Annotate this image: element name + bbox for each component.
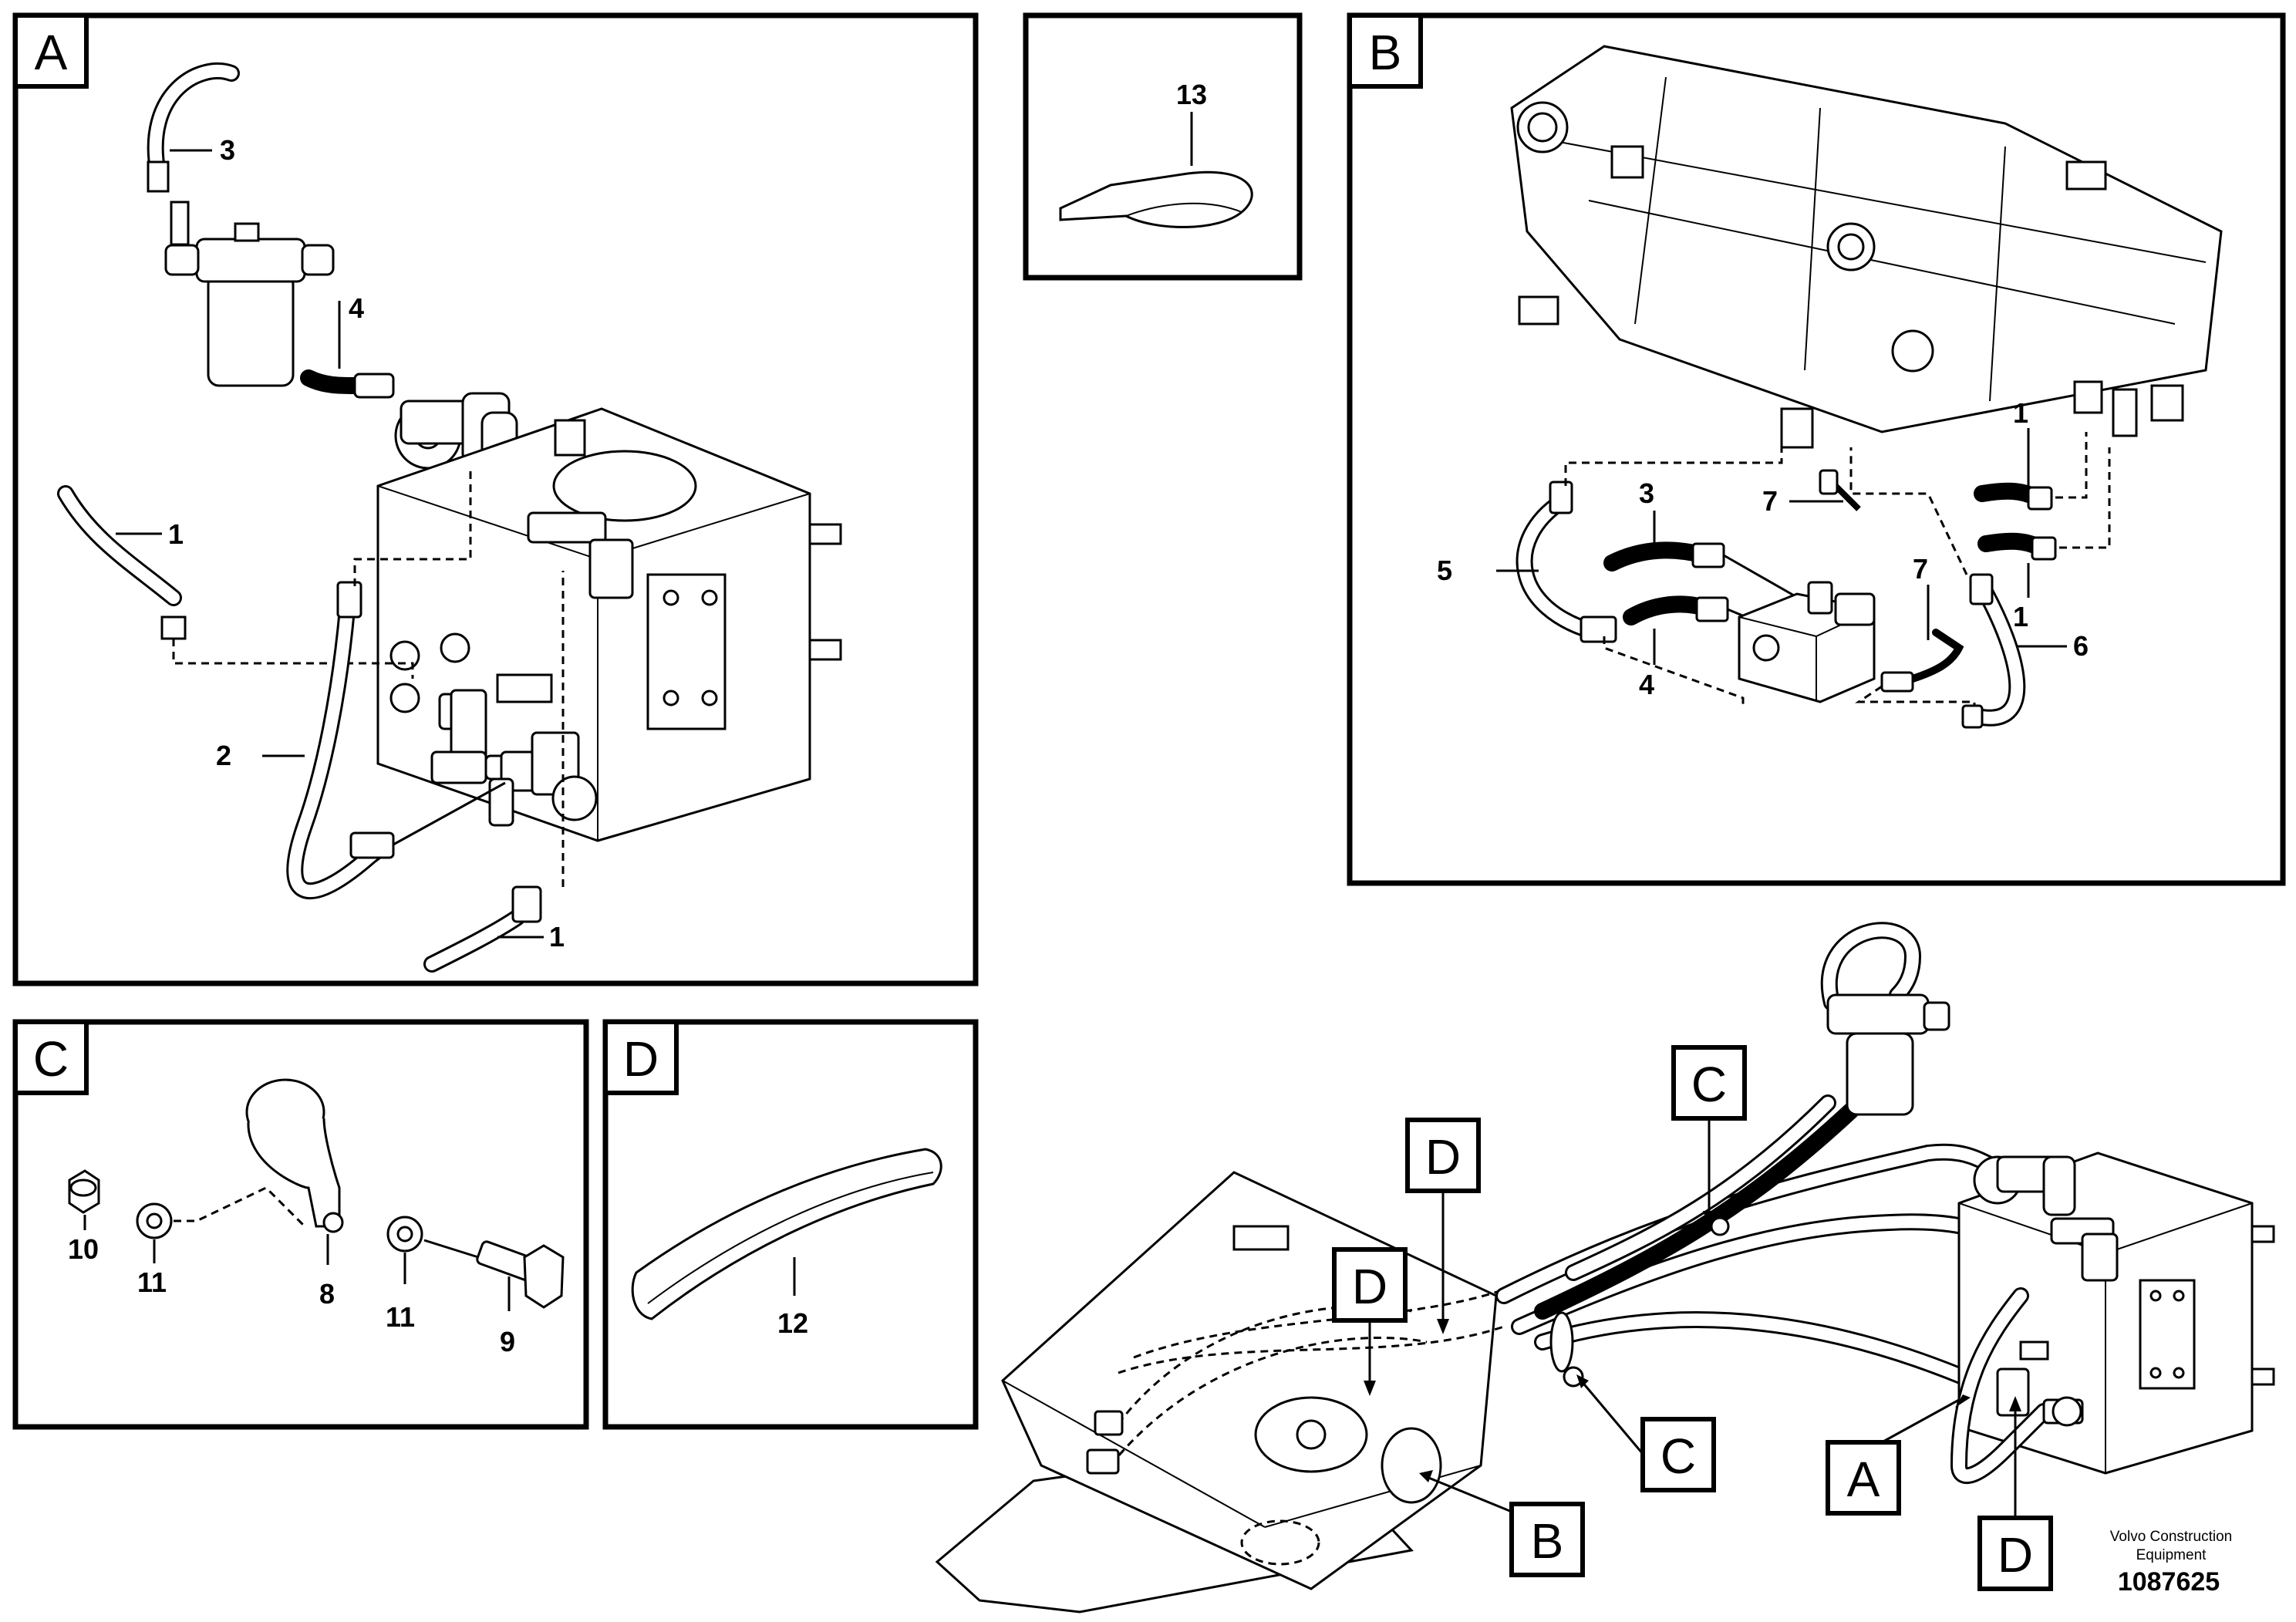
label-c-11-left: 11 (137, 1266, 167, 1298)
label-c-11-right: 11 (386, 1301, 415, 1333)
label-tie-13: 13 (1176, 79, 1207, 110)
label-b-6: 6 (2073, 630, 2089, 662)
panel-d-tag: D (623, 1031, 659, 1087)
label-b-7-right: 7 (1913, 553, 1928, 585)
callout-d-upper-box (1405, 1118, 1481, 1193)
filter-a (164, 201, 335, 387)
label-a-3: 3 (220, 134, 235, 166)
panel-cable-tie: 13 (1023, 12, 1303, 281)
label-b-5: 5 (1437, 555, 1452, 586)
callout-b: B (1531, 1513, 1564, 1569)
panel-d-tag-box (603, 1020, 679, 1095)
frame-assembly-b (1510, 45, 2223, 449)
document-number: 1087625 (2118, 1567, 2220, 1597)
callout-b-box (1509, 1502, 1585, 1577)
bolt-9 (476, 1240, 565, 1309)
valve-block-b (1738, 581, 1876, 703)
clamp-8 (245, 1078, 344, 1233)
label-b-4: 4 (1639, 669, 1654, 700)
edge-protector-12 (631, 1148, 942, 1320)
label-a-4: 4 (349, 292, 364, 324)
footer: Volvo Construction Equipment 1087625 (2110, 1529, 2232, 1597)
panel-c-tag-box (13, 1020, 89, 1095)
label-a-1-bottom: 1 (549, 921, 565, 953)
label-a-1-top: 1 (168, 518, 184, 550)
label-b-3: 3 (1639, 477, 1654, 509)
label-b-1-lower: 1 (2013, 601, 2028, 632)
label-c-9: 9 (500, 1326, 515, 1357)
panel-b-tag-box (1347, 13, 1423, 89)
callout-d-bottom: D (1998, 1527, 2033, 1583)
label-c-10: 10 (68, 1233, 99, 1265)
label-b-7-left: 7 (1762, 485, 1778, 517)
brand-line-2: Equipment (2136, 1547, 2207, 1563)
panel-b-tag: B (1369, 25, 1402, 80)
label-c-8: 8 (319, 1278, 335, 1310)
callout-a: A (1847, 1452, 1880, 1507)
callout-d-upper: D (1425, 1129, 1461, 1185)
label-d-12: 12 (777, 1307, 808, 1339)
callout-c-mid-box (1640, 1417, 1716, 1492)
callout-c-top: C (1691, 1057, 1727, 1112)
panel-a: A 3 4 (12, 12, 979, 986)
overview-callouts: C D D C A B D (1332, 1045, 2053, 1591)
callout-c-mid: C (1660, 1428, 1696, 1484)
callout-d-bottom-box (1977, 1516, 2053, 1591)
callout-a-box (1826, 1440, 1901, 1516)
brand-line-1: Volvo Construction (2110, 1529, 2232, 1545)
label-b-1-upper: 1 (2013, 397, 2028, 429)
panel-d: D 12 (602, 1019, 979, 1430)
label-a-2: 2 (216, 740, 231, 771)
tank-a (376, 407, 842, 842)
callout-d-mid: D (1352, 1259, 1387, 1314)
panel-b: B 5 (1347, 12, 2286, 886)
panel-a-tag-box (13, 13, 89, 89)
panel-a-tag: A (35, 25, 68, 80)
overview-assembly (935, 922, 2275, 1614)
panel-c-tag: C (33, 1031, 69, 1087)
panel-c: C 10 11 8 11 9 (12, 1019, 589, 1430)
